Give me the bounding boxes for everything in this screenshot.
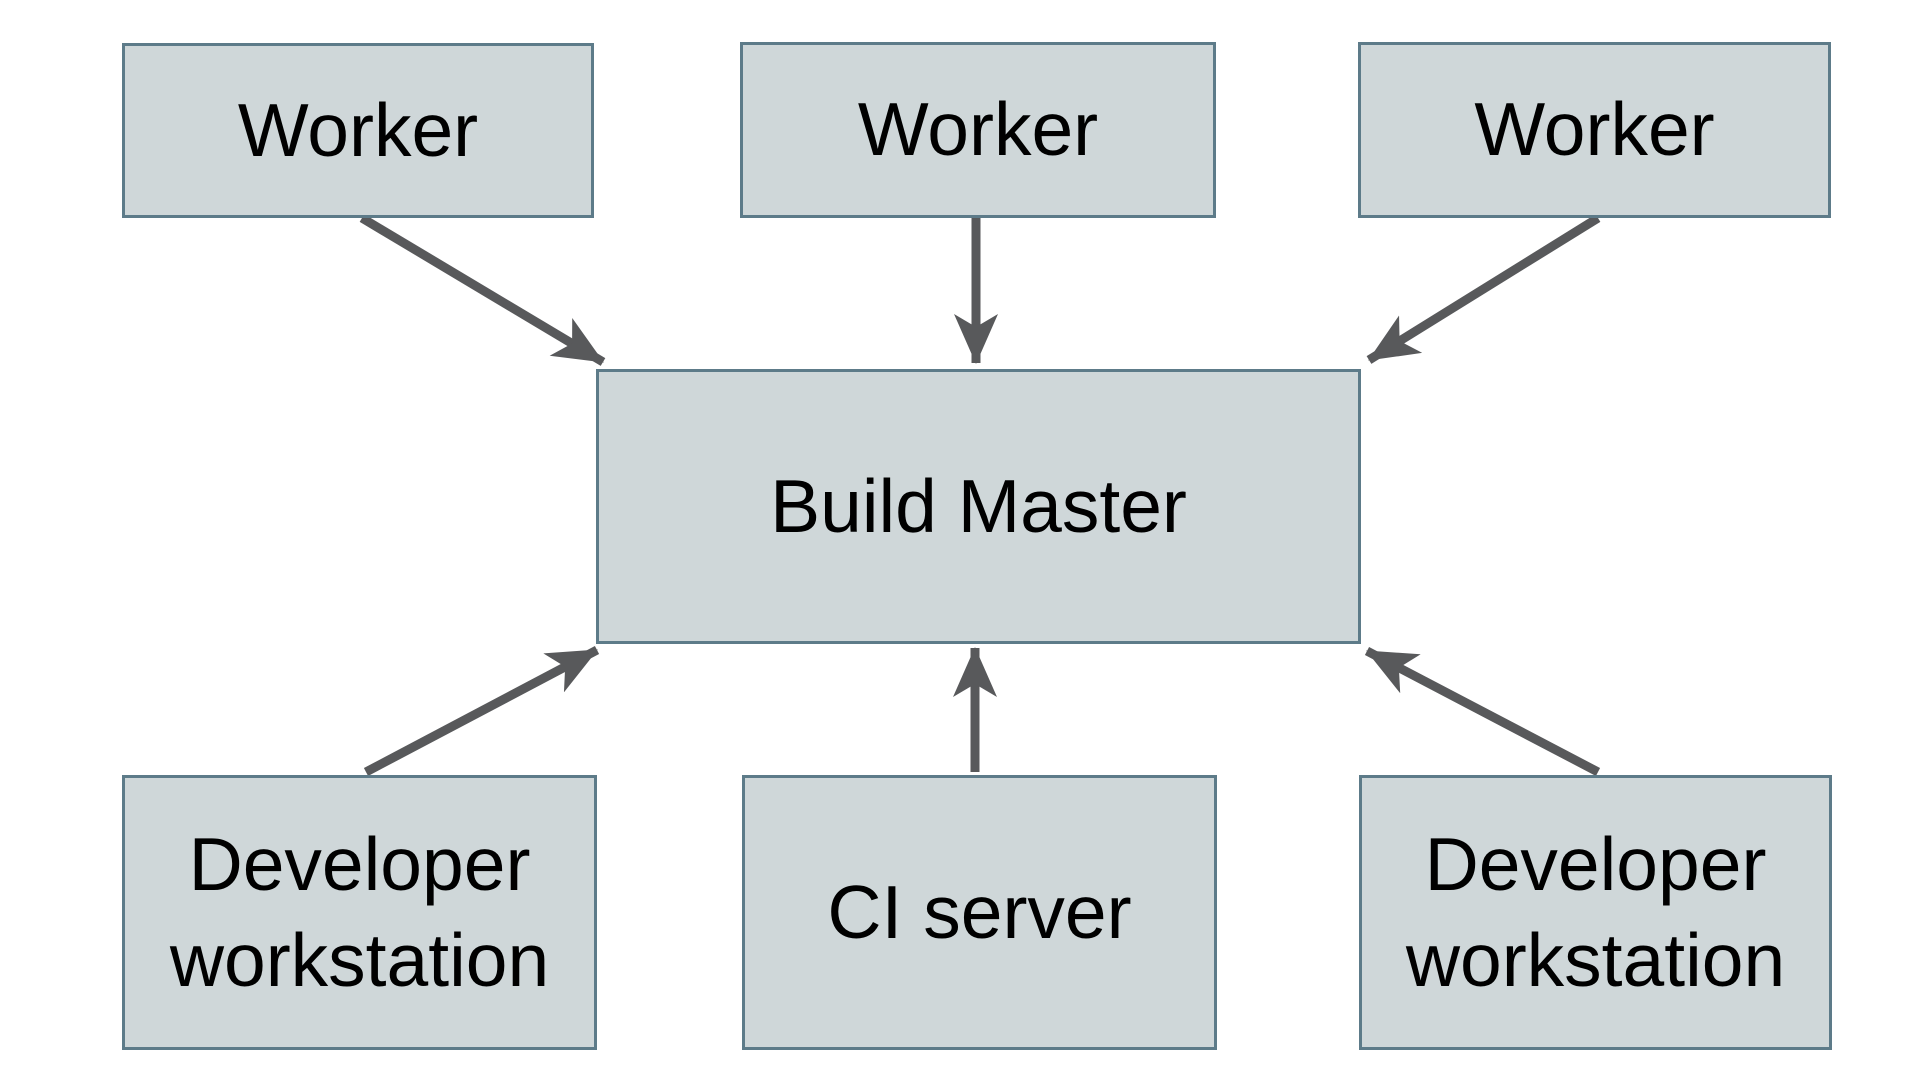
node-worker-top-right: Worker — [1358, 42, 1831, 218]
node-label-worker-top-right: Worker — [1474, 87, 1715, 172]
arrow-worker-top-right-to-build-master — [1366, 214, 1601, 364]
node-label-worker-top-left: Worker — [237, 87, 479, 172]
arrow-worker-top-left-to-build-master — [359, 214, 606, 366]
arrow-developer-workstation-right-to-build-master — [1364, 647, 1601, 776]
node-worker-top-left: Worker — [122, 43, 594, 218]
node-label-ci-server: CI server — [827, 869, 1132, 954]
node-label-developer-workstation-right: Developer workstation — [1405, 822, 1786, 1002]
node-label-worker-top-center: Worker — [857, 87, 1099, 172]
node-worker-top-center: Worker — [740, 42, 1216, 218]
node-label-build-master: Build Master — [770, 463, 1187, 548]
node-developer-workstation-right: Developer workstation — [1359, 775, 1832, 1050]
arrow-developer-workstation-left-to-build-master — [363, 646, 600, 776]
node-build-master: Build Master — [596, 369, 1361, 644]
node-developer-workstation-left: Developer workstation — [122, 775, 597, 1050]
node-label-developer-workstation-left: Developer workstation — [169, 822, 550, 1002]
node-ci-server: CI server — [742, 775, 1217, 1050]
